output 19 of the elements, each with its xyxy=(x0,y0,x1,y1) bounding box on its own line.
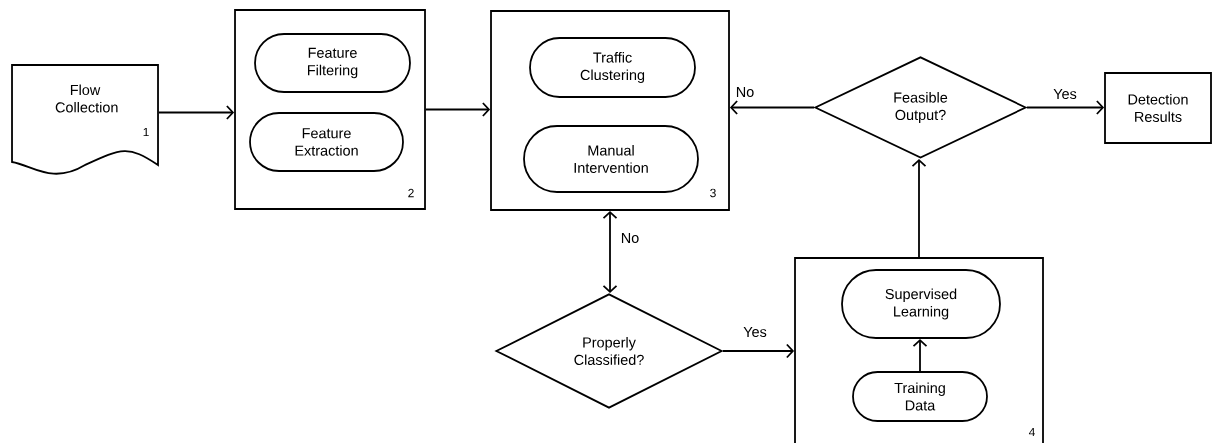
edge-label: Yes xyxy=(1052,87,1078,101)
rounded-box: Feature Filtering xyxy=(254,33,411,93)
arrow xyxy=(158,105,235,120)
rounded-box: Feature Extraction xyxy=(249,112,404,172)
process-box: Detection Results xyxy=(1104,72,1212,144)
rounded-box: Traffic Clustering xyxy=(529,37,696,98)
rounded-box: Training Data xyxy=(852,371,988,422)
edge-label: No xyxy=(619,231,641,245)
arrow xyxy=(729,100,815,115)
arrow xyxy=(911,158,927,258)
rounded-box: Supervised Learning xyxy=(841,269,1001,339)
arrow xyxy=(425,102,491,117)
rounded-box: Manual Intervention xyxy=(523,125,699,193)
arrow xyxy=(1026,100,1105,115)
arrow xyxy=(912,338,928,372)
edge-label: No xyxy=(734,85,756,99)
arrow xyxy=(722,343,795,359)
arrow xyxy=(602,210,618,294)
edge-label: Yes xyxy=(742,325,768,339)
